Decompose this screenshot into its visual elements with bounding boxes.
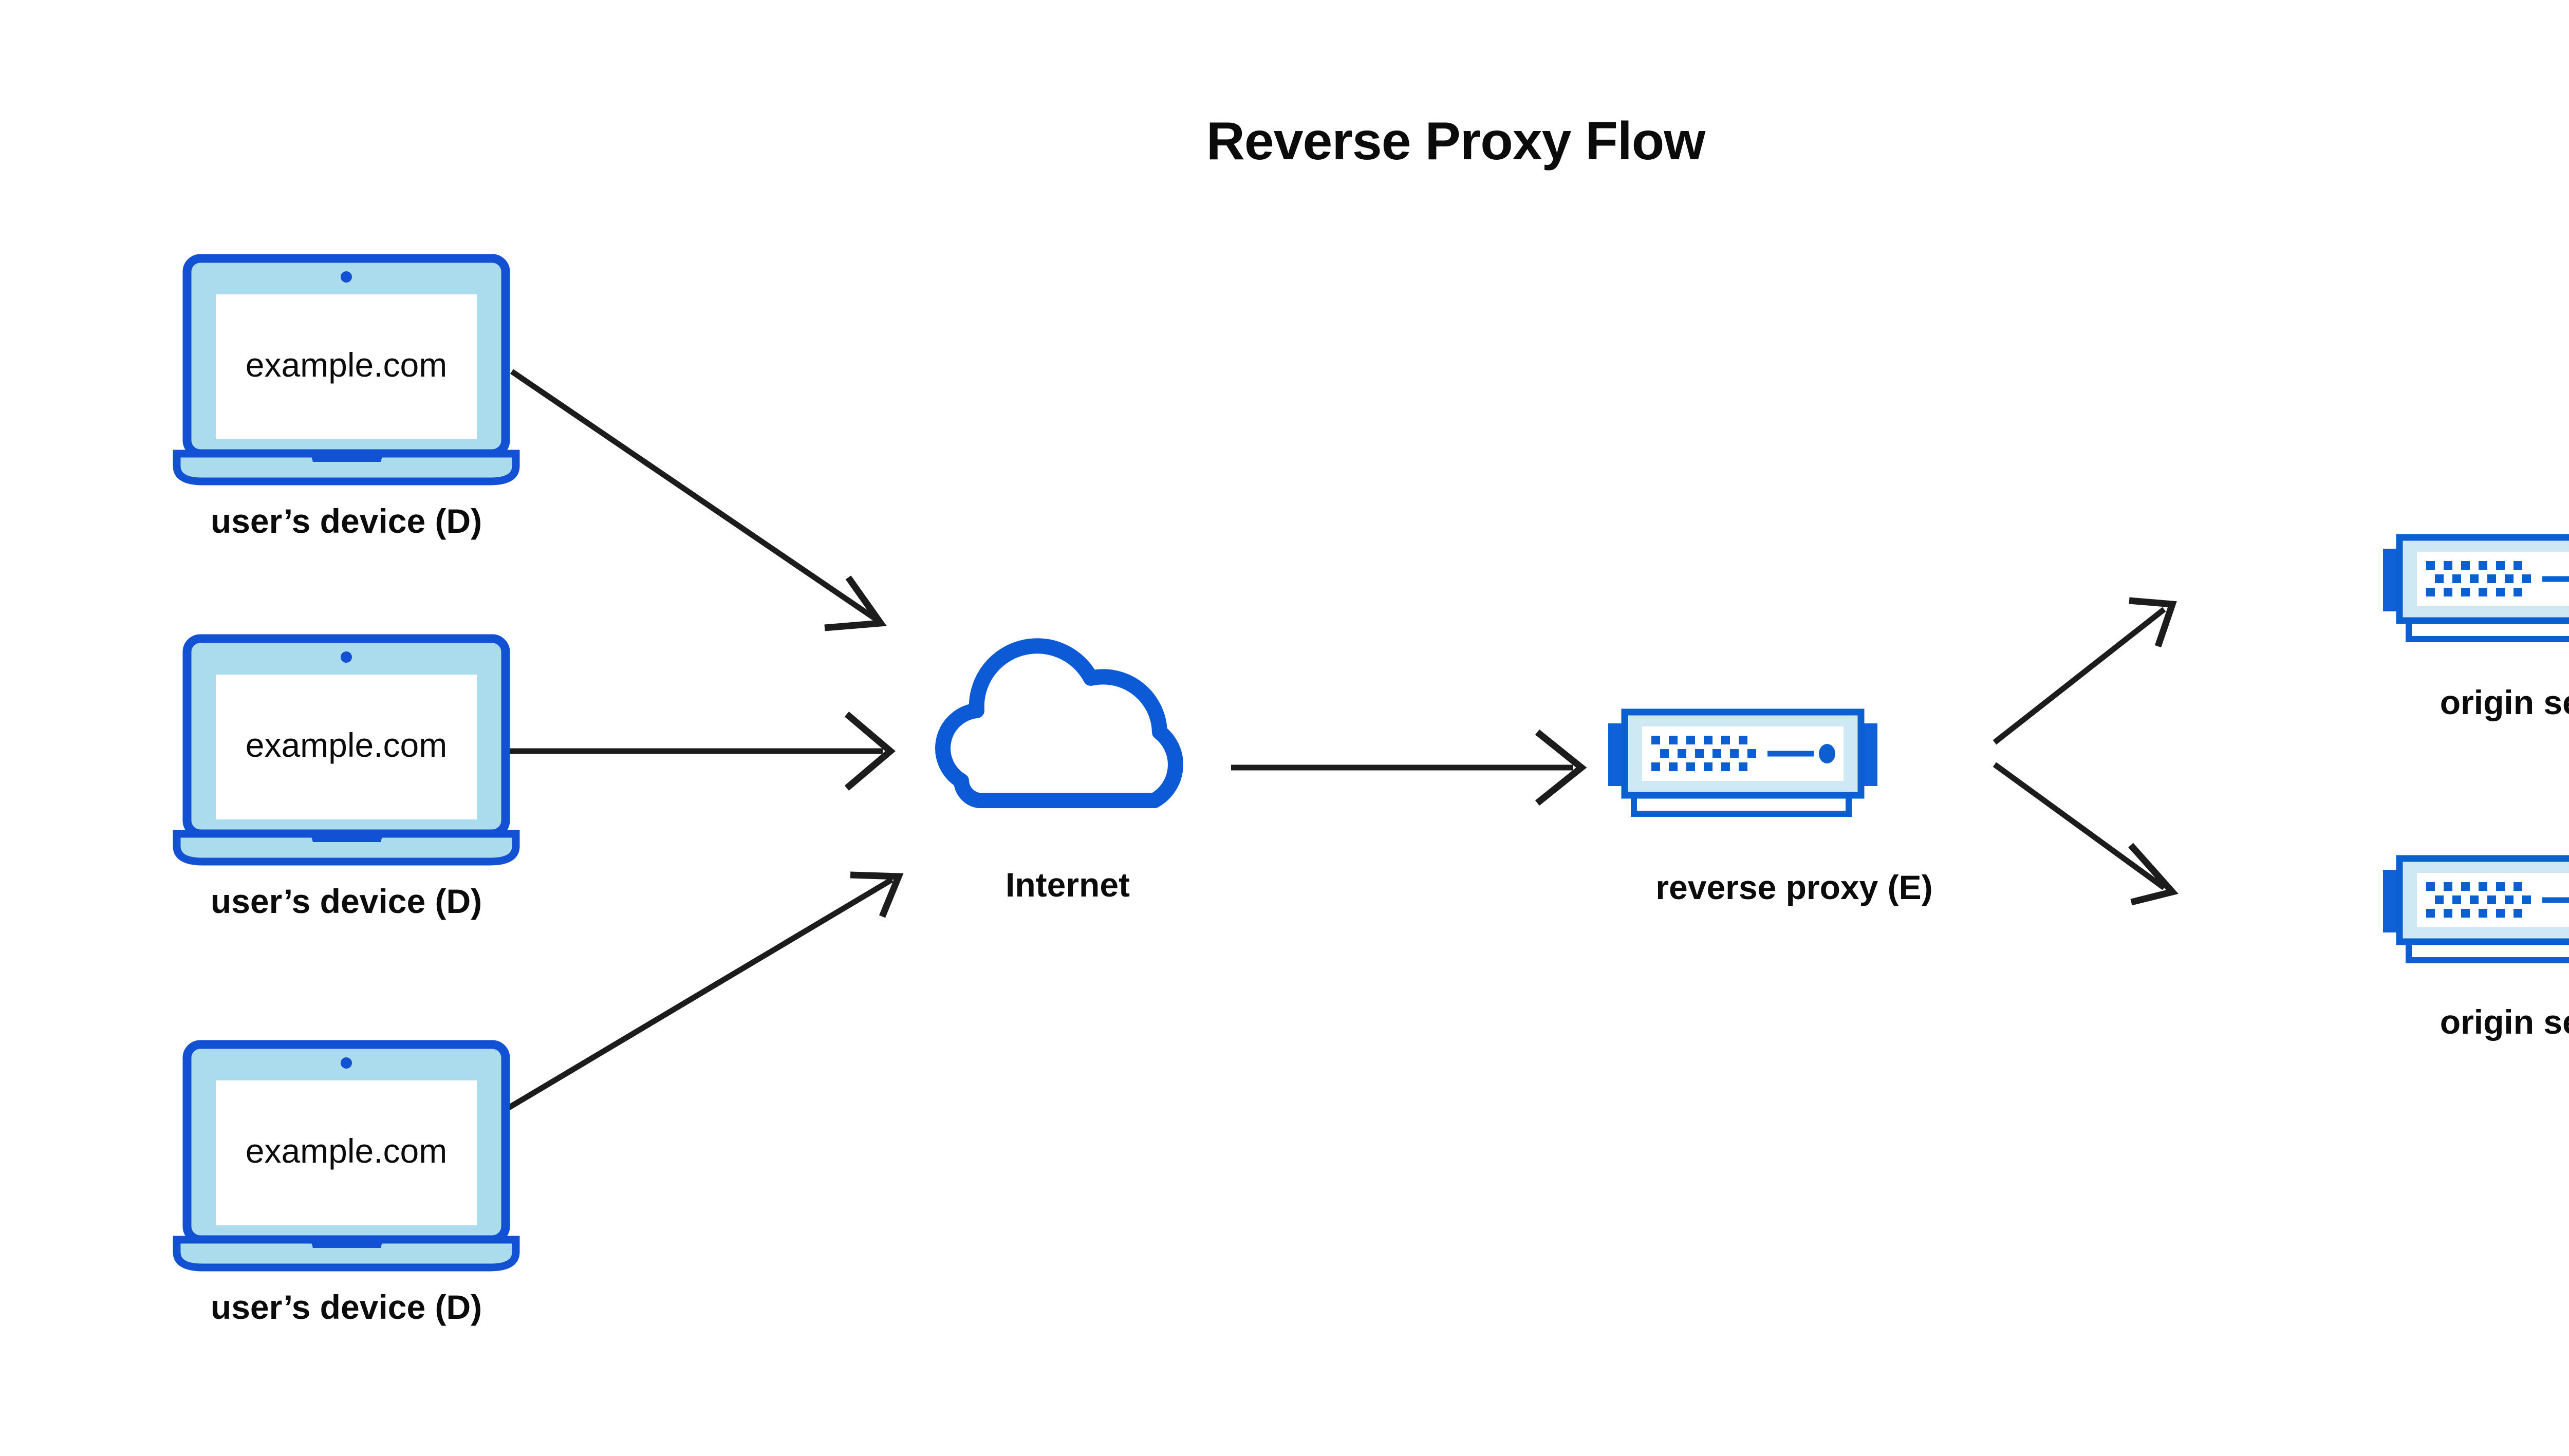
server-icon (2383, 858, 2569, 960)
edge-proxy-to-origin-top (1993, 597, 2177, 745)
device-bottom-screen-text: example.com (246, 1132, 448, 1170)
node-device-top[interactable]: example.com user’s device (D) (177, 258, 516, 540)
device-top-screen-text: example.com (246, 346, 448, 384)
reverse-proxy-label: reverse proxy (E) (1655, 868, 1932, 906)
origin-top-label: origin server (F) (2440, 683, 2569, 721)
device-bottom-label: user’s device (D) (211, 1288, 482, 1326)
device-top-label: user’s device (D) (211, 502, 482, 540)
device-middle-label: user’s device (D) (211, 882, 482, 920)
edge-device-bottom-to-internet (497, 871, 904, 1116)
node-device-bottom[interactable]: example.com user’s device (D) (177, 1044, 516, 1326)
node-origin-bottom[interactable]: origin server (F) (2383, 858, 2569, 1041)
edge-device-middle-to-internet (497, 712, 896, 791)
edge-device-top-to-internet (510, 369, 887, 631)
edges-layer (497, 369, 2179, 1116)
server-icon (2383, 537, 2569, 639)
node-reverse-proxy[interactable]: reverse proxy (E) (1608, 712, 1933, 906)
node-internet[interactable]: Internet (943, 646, 1176, 904)
internet-label: Internet (1006, 866, 1130, 904)
server-icon (1608, 712, 1877, 814)
edge-proxy-to-origin-bottom (1993, 762, 2179, 906)
device-middle-screen-text: example.com (246, 726, 448, 764)
node-origin-top[interactable]: origin server (F) (2383, 537, 2569, 721)
node-device-middle[interactable]: example.com user’s device (D) (177, 639, 516, 920)
edge-internet-to-proxy (1231, 729, 1587, 806)
origin-bottom-label: origin server (F) (2440, 1003, 2569, 1041)
diagram-title: Reverse Proxy Flow (1206, 111, 1706, 171)
